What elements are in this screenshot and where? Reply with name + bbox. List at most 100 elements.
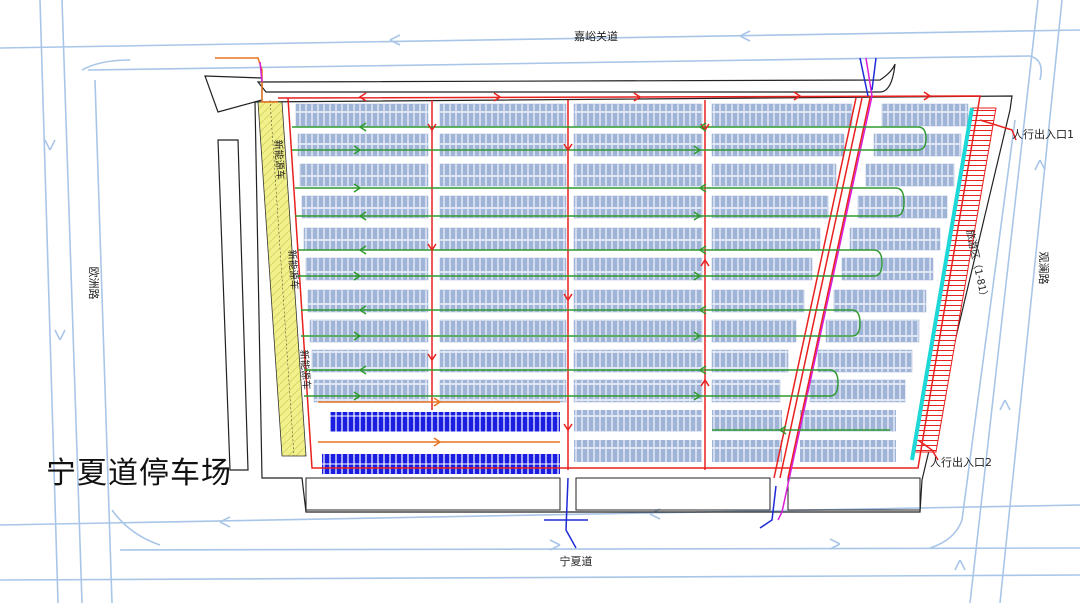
lane-arrow	[693, 331, 702, 341]
lane-arrow	[698, 365, 707, 375]
stall-block	[849, 227, 941, 251]
stall-block	[809, 379, 906, 403]
stall-block	[301, 195, 429, 219]
stall-block	[817, 349, 913, 373]
strip-label: 新能源车	[272, 139, 288, 180]
east-zone	[910, 107, 997, 461]
stall-block	[711, 227, 821, 251]
lane-arrow	[427, 123, 437, 132]
stall-block	[439, 319, 567, 343]
stall-block	[573, 379, 703, 403]
lane-arrow	[698, 245, 707, 255]
lane-arrow	[353, 391, 362, 401]
lane-arrow	[693, 145, 702, 155]
lane-arrow	[693, 391, 702, 401]
strip-label: 新能源车	[286, 249, 302, 290]
stall-block	[711, 289, 805, 313]
stall-block	[295, 103, 429, 127]
road-label-east: 观澜路	[1037, 252, 1051, 285]
lane-arrow	[353, 331, 362, 341]
stall-block	[711, 257, 813, 281]
stall-block	[833, 289, 927, 313]
stall-block	[439, 133, 567, 157]
lane-arrow	[698, 305, 707, 315]
lane-arrow	[433, 397, 442, 407]
stall-block	[573, 349, 703, 373]
lane-arrow	[693, 271, 702, 281]
stall-block	[881, 103, 969, 127]
stall-block	[439, 227, 567, 251]
lane-arrow	[493, 92, 502, 102]
lane-arrow	[698, 122, 707, 132]
lane-arrow	[353, 145, 362, 155]
lane-arrow	[358, 365, 367, 375]
stall-block	[573, 163, 703, 187]
lane-arrows	[353, 91, 932, 447]
lane-arrow	[698, 183, 707, 193]
blue-stall-rows	[322, 412, 560, 474]
lane-arrow	[427, 243, 437, 252]
stall-block	[297, 133, 429, 157]
lane-arrow	[353, 271, 362, 281]
stall-block	[439, 289, 567, 313]
lane-arrow	[793, 91, 802, 101]
lane-arrow	[778, 425, 787, 435]
lane-arrow	[563, 143, 573, 152]
exit-label-2: 人行出入口2	[930, 455, 992, 469]
lane-arrow	[633, 92, 642, 102]
stall-block	[305, 257, 429, 281]
lane-arrow	[433, 437, 442, 447]
green-aisle-loop	[292, 126, 927, 151]
lane-arrow	[358, 211, 367, 221]
stall-block	[439, 257, 567, 281]
stall-block	[573, 103, 703, 127]
stall-block	[439, 103, 567, 127]
stall-block	[825, 319, 920, 343]
road-label-west: 欧洲路	[87, 267, 100, 300]
stall-block	[712, 440, 782, 462]
green-aisles	[292, 126, 927, 431]
exit-label-1: 人行出入口1	[1012, 127, 1074, 141]
lane-arrow	[358, 122, 367, 132]
green-aisle-loop	[304, 369, 839, 397]
stall-block	[800, 410, 896, 432]
road-label-north: 嘉峪关道	[574, 29, 618, 43]
stall-block	[573, 227, 703, 251]
stall-block	[711, 195, 829, 219]
lane-arrow	[358, 92, 367, 102]
stall-block	[865, 163, 955, 187]
lane-arrow	[358, 305, 367, 315]
stall-block	[573, 195, 703, 219]
lane-arrow	[563, 293, 573, 302]
stall-block	[309, 319, 429, 343]
stall-block	[711, 349, 789, 373]
stall-block	[711, 319, 797, 343]
stall-block	[711, 379, 781, 403]
strip-label: 新能源车	[298, 349, 314, 390]
lot-title: 宁夏道停车场	[46, 456, 232, 491]
stall-block	[573, 257, 703, 281]
stall-block	[873, 133, 962, 157]
stall-block	[439, 349, 567, 373]
stall-block	[439, 379, 567, 403]
stall-block	[307, 289, 429, 313]
lane-arrow	[358, 245, 367, 255]
stall-block	[313, 379, 429, 403]
stall-block	[712, 410, 782, 432]
stall-block	[711, 163, 837, 187]
stall-block	[800, 440, 896, 462]
green-aisle-loop	[298, 249, 883, 277]
lane-arrow	[353, 183, 362, 193]
stall-blocks	[295, 103, 969, 462]
lane-arrow	[427, 353, 437, 362]
stall-block	[573, 319, 703, 343]
stall-block	[439, 163, 567, 187]
stall-block	[439, 195, 567, 219]
stall-block	[711, 133, 845, 157]
green-aisle-loop	[295, 187, 905, 217]
lane-arrow	[700, 378, 710, 387]
lane-arrow	[700, 258, 710, 267]
